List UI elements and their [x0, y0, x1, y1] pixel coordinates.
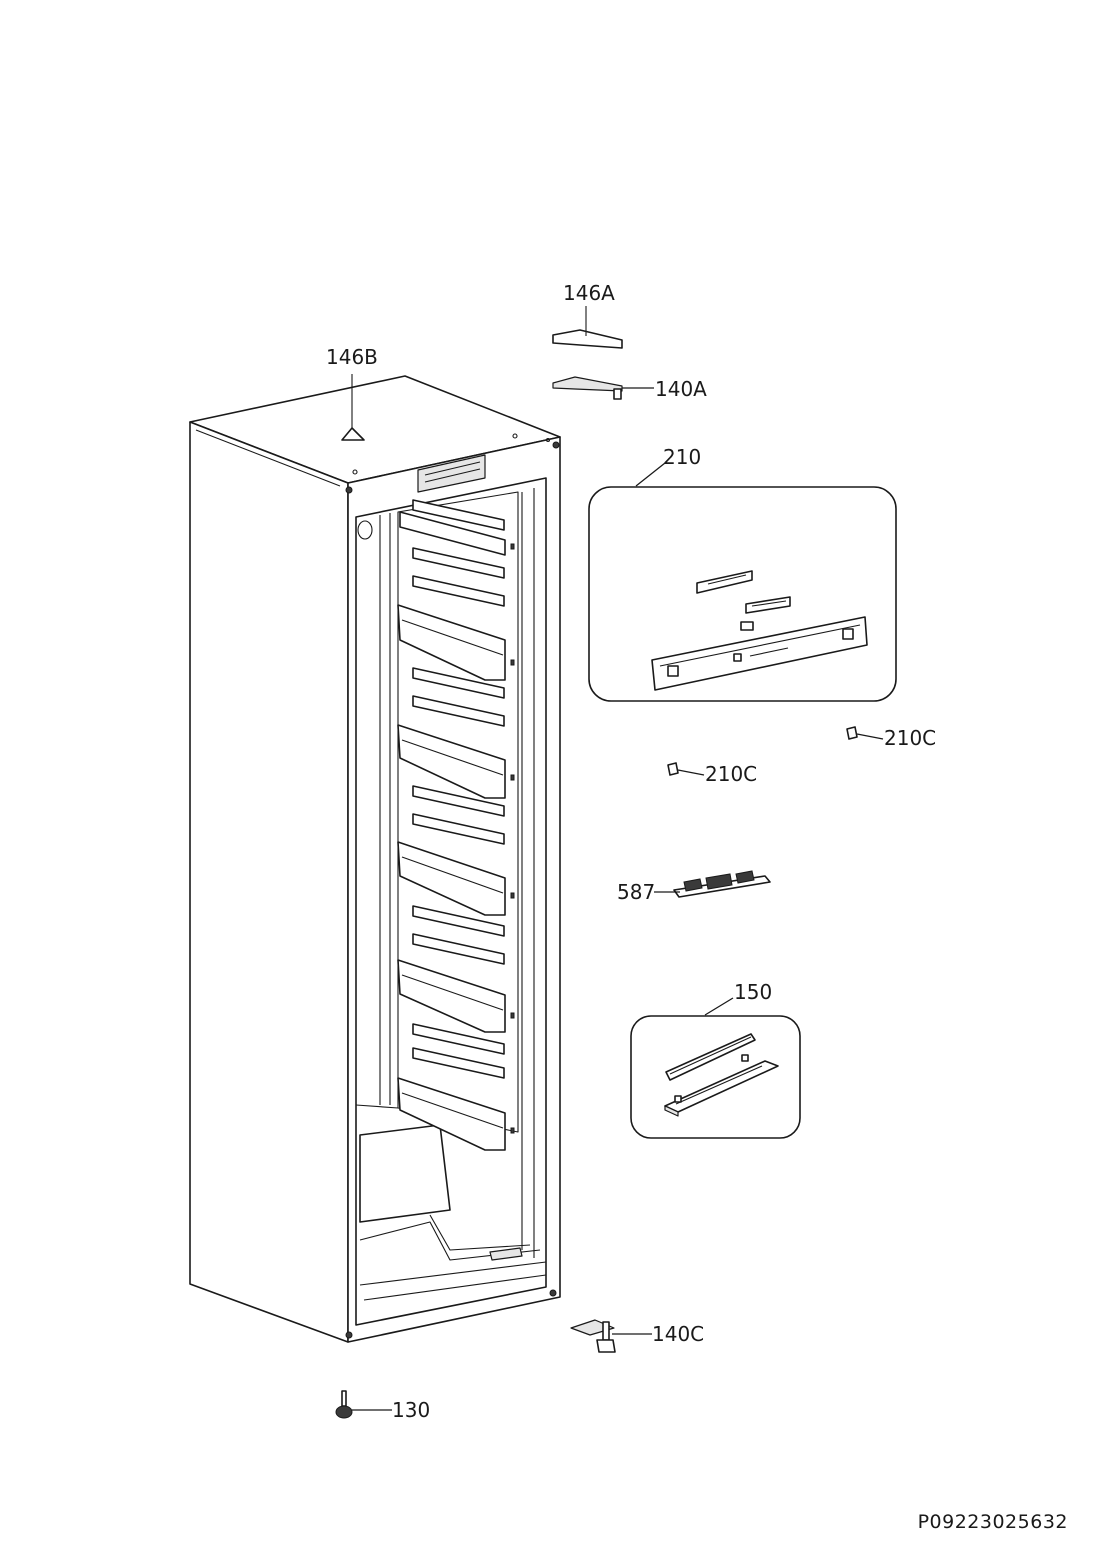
part-130-adjustable-foot: 130	[335, 1390, 430, 1422]
part-140A-top-hinge: 140A	[552, 376, 707, 401]
part-150-lamp-assembly: 150	[630, 980, 801, 1139]
part-210-control-panel: 210	[588, 445, 897, 702]
label-146B: 146B	[326, 345, 378, 369]
label-130: 130	[392, 1398, 430, 1422]
label-210C-left: 210C	[705, 762, 757, 786]
document-number: P09223025632	[918, 1511, 1068, 1533]
shelf-rails	[412, 499, 505, 1079]
label-210C-right: 210C	[884, 726, 936, 750]
part-210C-left: 210C	[667, 762, 757, 786]
part-587-control-board: 587	[617, 870, 771, 904]
part-210C-right: 210C	[846, 726, 936, 750]
side-clips	[510, 543, 515, 1134]
label-587: 587	[617, 880, 655, 904]
part-140C-bottom-hinge: 140C	[570, 1319, 704, 1353]
label-150: 150	[734, 980, 772, 1004]
label-140A: 140A	[655, 377, 707, 401]
part-146A-hinge-cover: 146A	[552, 281, 623, 349]
label-146A: 146A	[563, 281, 615, 305]
part-146B: 146B	[326, 345, 378, 441]
label-140C: 140C	[652, 1322, 704, 1346]
shelf-supports	[397, 511, 506, 1151]
label-210: 210	[663, 445, 701, 469]
